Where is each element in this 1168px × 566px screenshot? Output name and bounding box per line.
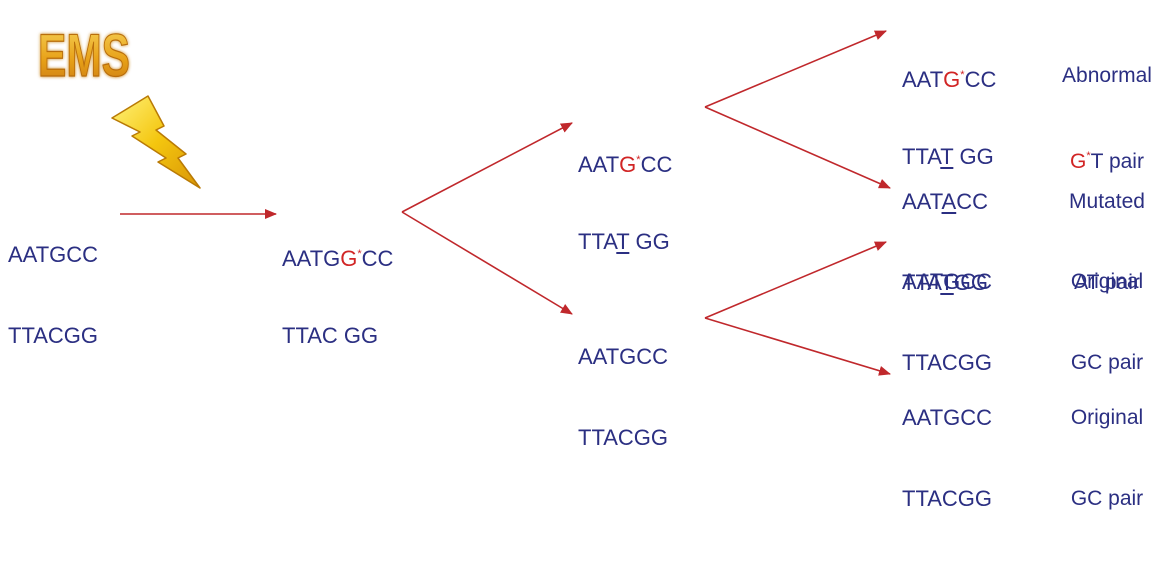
- ems-logo: EMS: [37, 21, 130, 86]
- original-dna-sequence: AATGCC TTACGG: [8, 187, 98, 403]
- result-1-top-strand: AATG*CC: [902, 67, 997, 92]
- result-3-label-line2: GC pair: [1070, 351, 1144, 374]
- result-1-sequence: AATG*CC TTAT GG: [902, 8, 996, 224]
- result-2-sequence: AATACC TTATGG: [902, 134, 988, 350]
- result-1-label-line1: Abnormal: [1062, 64, 1152, 87]
- alkylated-top-strand: AATGG*CC: [282, 246, 394, 271]
- result-4-top-strand: AATGCC: [902, 405, 993, 430]
- arrows-layer: [120, 30, 891, 376]
- result-3-bottom-strand: TTACGG: [902, 350, 993, 375]
- mispaired-thymine: T: [616, 229, 630, 254]
- result-4-label: Original GC pair: [1048, 350, 1166, 566]
- result-4-sequence: AATGCC TTACGG: [902, 350, 992, 566]
- alkylated-dna-sequence: AATGG*CC TTAC GG: [282, 187, 393, 403]
- result-4-label-line1: Original: [1070, 406, 1144, 429]
- arrow-to-result-4: [704, 317, 891, 376]
- round1-lower-top-strand: AATGCC: [578, 344, 669, 369]
- ems-logo-text: EMS: [38, 22, 130, 86]
- result-2-label-line2: AT pair: [1074, 271, 1140, 294]
- result-3-top-strand: AATGCC: [902, 269, 993, 294]
- result-3-label: Original GC pair: [1048, 214, 1166, 430]
- arrow-to-round1-lower: [401, 211, 573, 315]
- mutated-thymine: T: [940, 270, 954, 295]
- arrow-to-result-1: [704, 30, 887, 108]
- result-1-mispaired-thymine: T: [940, 144, 954, 169]
- round1-upper-top-strand: AATG*CC: [578, 152, 673, 177]
- lightning-bolt-icon: [111, 95, 201, 189]
- round1-lower-bottom-strand: TTACGG: [578, 425, 669, 450]
- result-4-label-line2: GC pair: [1070, 487, 1144, 510]
- result-2-bottom-strand: TTATGG: [902, 270, 988, 295]
- result-2-top-strand: AATACC: [902, 189, 988, 214]
- result-1-label-line2: G*T pair: [1070, 150, 1144, 173]
- round1-upper-bottom-strand: TTAT GG: [578, 229, 670, 254]
- result-4-bottom-strand: TTACGG: [902, 486, 993, 511]
- arrow-to-result-2: [704, 106, 891, 189]
- result-3-label-line1: Original: [1070, 270, 1144, 293]
- result-2-label: Mutated AT pair: [1048, 134, 1166, 350]
- original-bottom-strand: TTACGG: [8, 323, 99, 348]
- round1-upper-alkylated-guanine: G*: [619, 152, 641, 177]
- alkylated-bottom-strand: TTAC GG: [282, 323, 379, 348]
- result-1-label: Abnormal G*T pair: [1048, 8, 1166, 224]
- original-top-strand: AATGCC: [8, 242, 99, 267]
- arrow-to-result-3: [704, 241, 887, 319]
- arrow-to-round1-upper: [401, 122, 573, 213]
- mutated-adenine: A: [941, 189, 957, 214]
- result-1-bottom-strand: TTAT GG: [902, 144, 994, 169]
- alkylated-guanine: G*: [340, 246, 362, 271]
- result-3-sequence: AATGCC TTACGG: [902, 214, 992, 430]
- result-2-label-line1: Mutated: [1069, 190, 1145, 213]
- round1-upper-sequence: AATG*CC TTAT GG: [578, 93, 672, 309]
- round1-lower-sequence: AATGCC TTACGG: [578, 289, 668, 505]
- ems-mutation-diagram: EMS AATGCC TTACGG AATGG*: [8, 8, 1166, 511]
- result-1-alkylated-guanine: G*: [943, 67, 965, 92]
